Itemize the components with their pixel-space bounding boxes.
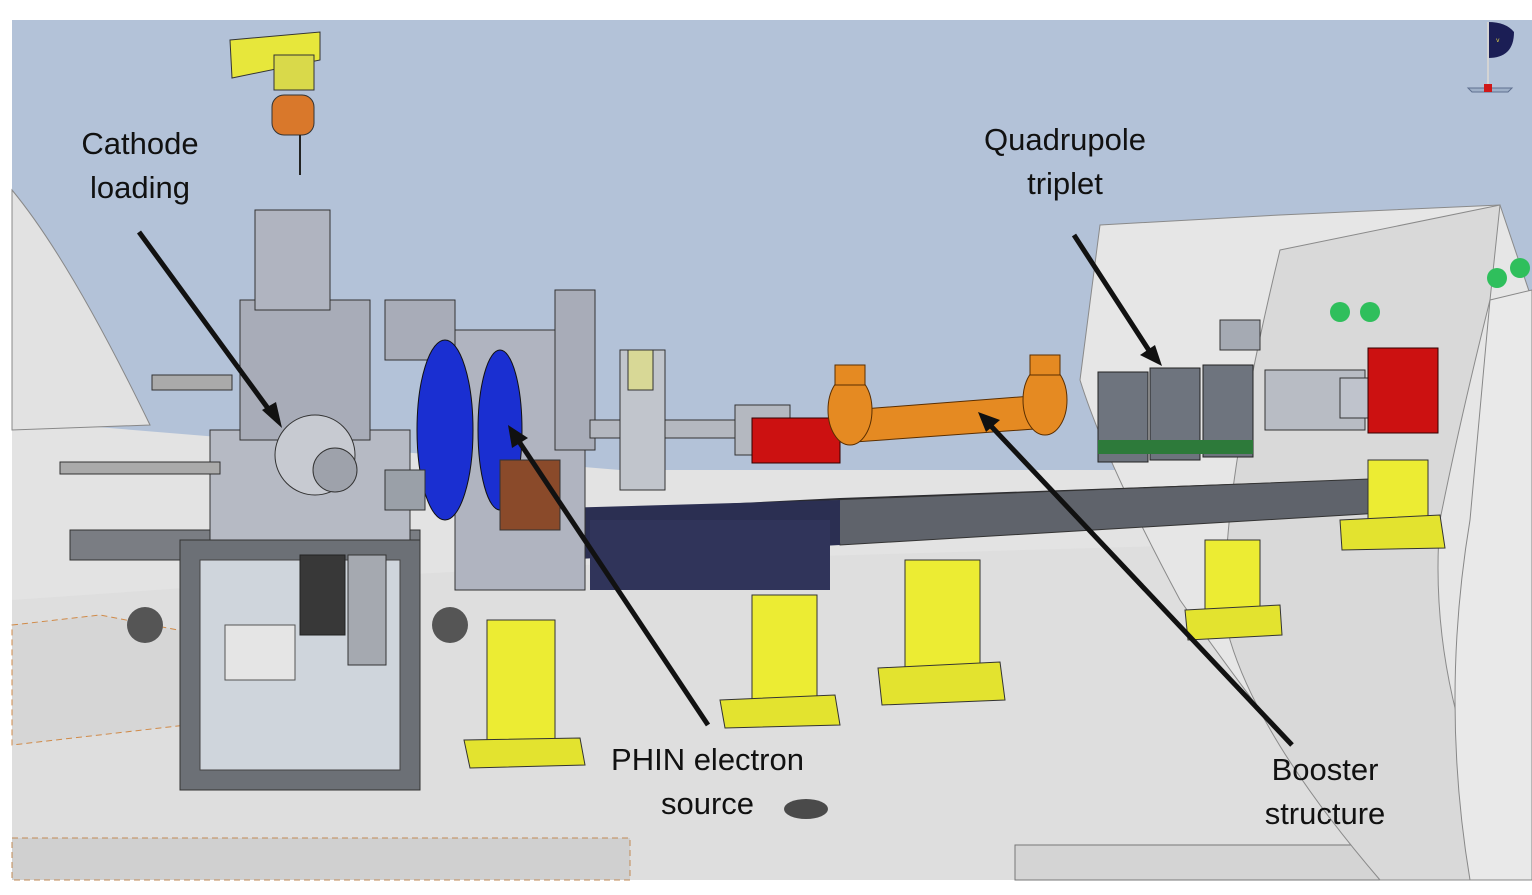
floor-slab-left xyxy=(11,837,631,881)
booster-label-line1: Booster xyxy=(1271,752,1379,787)
phin-label-line1: PHIN electron xyxy=(611,742,804,777)
cathode-loading-assembly xyxy=(59,209,468,791)
cathode-loading-label: Cathode loading xyxy=(70,122,210,210)
tunnel-wall-left xyxy=(11,188,151,431)
tunnel-wall-edge xyxy=(1454,289,1532,881)
quadrupole-label-line1: Quadrupole xyxy=(983,122,1146,157)
yellow-support-1 xyxy=(463,619,586,769)
phin-label-line2: source xyxy=(660,786,755,821)
floor-puck xyxy=(784,799,828,819)
yellow-support-4 xyxy=(1184,539,1283,641)
booster-arrow xyxy=(988,423,1294,747)
orange-booster-pipe xyxy=(827,354,1068,446)
girder-navy-block xyxy=(590,520,830,590)
phin-gun-assembly xyxy=(384,289,596,591)
phin-arrow xyxy=(515,438,711,727)
cathode-label-line1: Cathode xyxy=(81,126,199,161)
red-magnet-left xyxy=(751,417,841,464)
view-compass-icon: v xyxy=(1466,22,1514,93)
crane-hoist-icon xyxy=(229,31,321,175)
cathode-arrow xyxy=(136,230,278,420)
booster-structure-label: Booster structure xyxy=(1245,748,1405,836)
phin-arrowhead xyxy=(508,425,528,448)
phin-electron-source-label: PHIN electron source xyxy=(590,738,825,826)
yellow-support-5 xyxy=(1339,459,1446,551)
red-magnet-right xyxy=(1367,347,1439,434)
cathode-arrowhead xyxy=(262,402,282,428)
quadrupole-arrowhead xyxy=(1140,345,1162,366)
yellow-support-3 xyxy=(877,559,1006,706)
booster-arrowhead xyxy=(978,412,1000,432)
quadrupole-arrow xyxy=(1071,233,1153,354)
booster-label-line2: structure xyxy=(1264,796,1386,831)
quadrupole-triplet-label: Quadrupole triplet xyxy=(970,118,1160,206)
quadrupole-label-line2: triplet xyxy=(1027,166,1103,201)
svg-text:v: v xyxy=(1496,37,1500,44)
cathode-label-line2: loading xyxy=(90,170,190,205)
green-domes xyxy=(1330,258,1530,322)
yellow-support-2 xyxy=(719,594,841,729)
